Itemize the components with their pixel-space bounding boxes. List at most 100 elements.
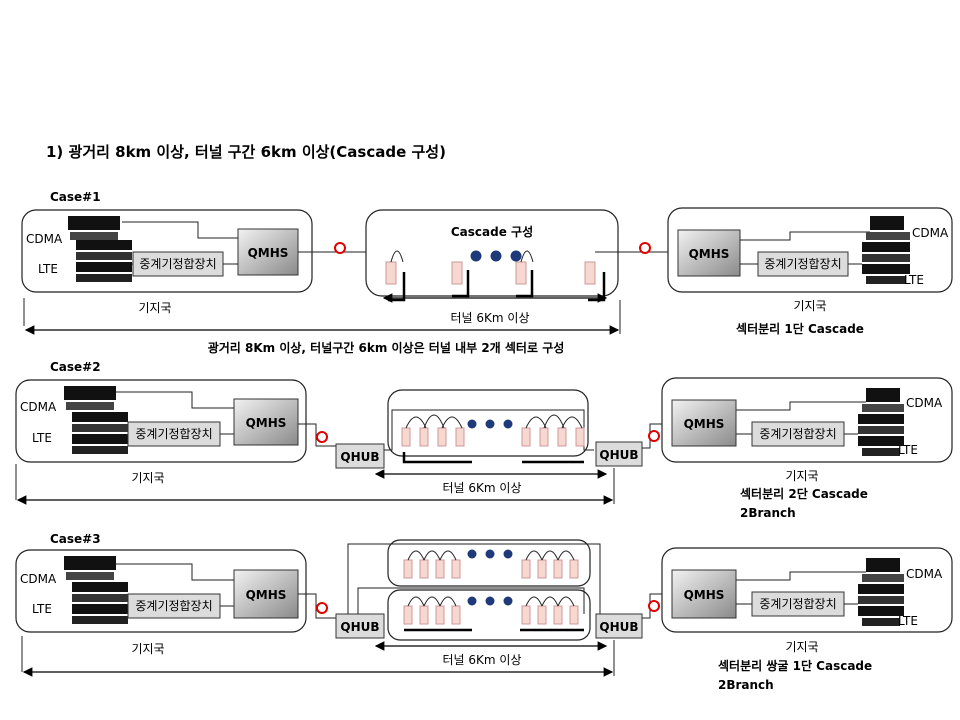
feed-line: [740, 231, 870, 241]
continuation-dot: [503, 596, 513, 606]
repeater-group: [403, 596, 584, 632]
rack-equipment-icon: [862, 216, 910, 284]
continuation-dot: [485, 419, 495, 429]
cdma-label: CDMA: [26, 232, 63, 246]
integrator-box: [127, 593, 221, 619]
qhub-box: [595, 441, 643, 467]
case-3: Case#3 CDMA LTE 중계기정합장치 QMHS 기지국 QHUB: [15, 532, 953, 692]
qmhs-box: [233, 569, 299, 619]
integrator-label: 중계기정합장치: [759, 427, 836, 441]
base-station-label: 기지국: [131, 471, 164, 485]
base-station-label: 기지국: [785, 640, 818, 654]
continuation-dot: [485, 549, 495, 559]
base-station-label: 기지국: [793, 299, 826, 313]
tunnel-length-label: 터널 6Km 이상: [443, 481, 522, 495]
qmhs-label: QMHS: [248, 246, 289, 260]
base-station-label: 기지국: [785, 469, 818, 483]
optical-connector-icon: [316, 602, 328, 614]
qmhs-box: [671, 399, 737, 447]
feed-line: [736, 401, 866, 411]
cdma-label: CDMA: [906, 396, 943, 410]
rack-equipment-icon: [858, 558, 904, 626]
lte-label: LTE: [32, 431, 52, 445]
qmhs-box: [677, 229, 741, 277]
repeater-group: [401, 414, 472, 464]
qhub-label: QHUB: [599, 620, 638, 634]
continuation-dot: [490, 250, 502, 262]
qmhs-label: QMHS: [684, 588, 725, 602]
lte-label: LTE: [904, 273, 924, 287]
lte-label: LTE: [32, 602, 52, 616]
feed-line: [736, 571, 866, 581]
integrator-label: 중계기정합장치: [764, 257, 841, 271]
case-3-label: Case#3: [50, 532, 101, 546]
optical-link: [298, 593, 336, 619]
feed-line: [384, 409, 594, 451]
base-station-label: 기지국: [131, 642, 164, 656]
qmhs-label: QMHS: [689, 247, 730, 261]
integrator-label: 중계기정합장치: [139, 257, 216, 271]
tunnel-title: Cascade 구성: [451, 225, 533, 239]
rack-equipment-icon: [858, 388, 904, 456]
right-note: 2Branch: [740, 506, 796, 520]
integrator-box: [757, 251, 849, 277]
integrator-label: 중계기정합장치: [759, 597, 836, 611]
integrator-box: [132, 251, 224, 277]
feed-line: [116, 563, 234, 581]
continuation-dot: [503, 419, 513, 429]
continuation-dot: [510, 250, 522, 262]
right-note: 섹터분리 쌍굴 1단 Cascade: [718, 658, 872, 673]
qmhs-box: [233, 398, 299, 446]
qhub-box: [335, 443, 385, 469]
feed-line: [347, 543, 601, 614]
page-title: 1) 광거리 8km 이상, 터널 구간 6km 이상(Cascade 구성): [46, 143, 446, 161]
optical-connector-icon: [639, 242, 651, 254]
continuation-dot: [470, 250, 482, 262]
cdma-label: CDMA: [20, 400, 57, 414]
tunnel-length-label: 터널 6Km 이상: [443, 653, 522, 667]
lte-label: LTE: [898, 443, 918, 457]
cdma-label: CDMA: [20, 572, 57, 586]
continuation-dot: [485, 596, 495, 606]
qhub-label: QHUB: [599, 448, 638, 462]
optical-connector-icon: [316, 431, 328, 443]
right-note: 섹터분리 1단 Cascade: [736, 321, 864, 336]
optical-link: [298, 423, 336, 447]
feed-line: [357, 587, 585, 614]
cdma-label: CDMA: [912, 226, 949, 240]
tunnel-length-label: 터널 6Km 이상: [451, 311, 530, 325]
integrator-label: 중계기정합장치: [135, 599, 212, 613]
integrator-label: 중계기정합장치: [135, 427, 212, 441]
qhub-label: QHUB: [340, 450, 379, 464]
rack-equipment-icon: [64, 556, 128, 624]
feed-line: [122, 221, 238, 239]
lte-label: LTE: [898, 614, 918, 628]
rack-equipment-icon: [64, 386, 128, 454]
continuation-dot: [467, 419, 477, 429]
qmhs-label: QMHS: [684, 417, 725, 431]
optical-connector-icon: [648, 430, 660, 442]
qhub-box: [335, 613, 385, 639]
rack-equipment-icon: [68, 216, 132, 282]
repeater-group: [521, 414, 585, 464]
case-2-label: Case#2: [50, 360, 101, 374]
qmhs-label: QMHS: [246, 416, 287, 430]
integrator-box: [751, 591, 845, 617]
right-note: 2Branch: [718, 678, 774, 692]
integrator-box: [751, 421, 845, 447]
continuation-dot: [467, 596, 477, 606]
qmhs-box: [671, 569, 737, 619]
repeater-group: [403, 550, 579, 579]
qhub-box: [595, 613, 643, 639]
qhub-label: QHUB: [340, 620, 379, 634]
integrator-box: [127, 421, 221, 447]
continuation-dot: [467, 549, 477, 559]
optical-connector-icon: [334, 242, 346, 254]
case-1-label: Case#1: [50, 190, 101, 204]
base-station-label: 기지국: [138, 301, 171, 315]
qmhs-label: QMHS: [246, 588, 287, 602]
feed-line: [116, 391, 234, 409]
right-note: 섹터분리 2단 Cascade: [740, 486, 868, 501]
qmhs-box: [237, 228, 299, 276]
